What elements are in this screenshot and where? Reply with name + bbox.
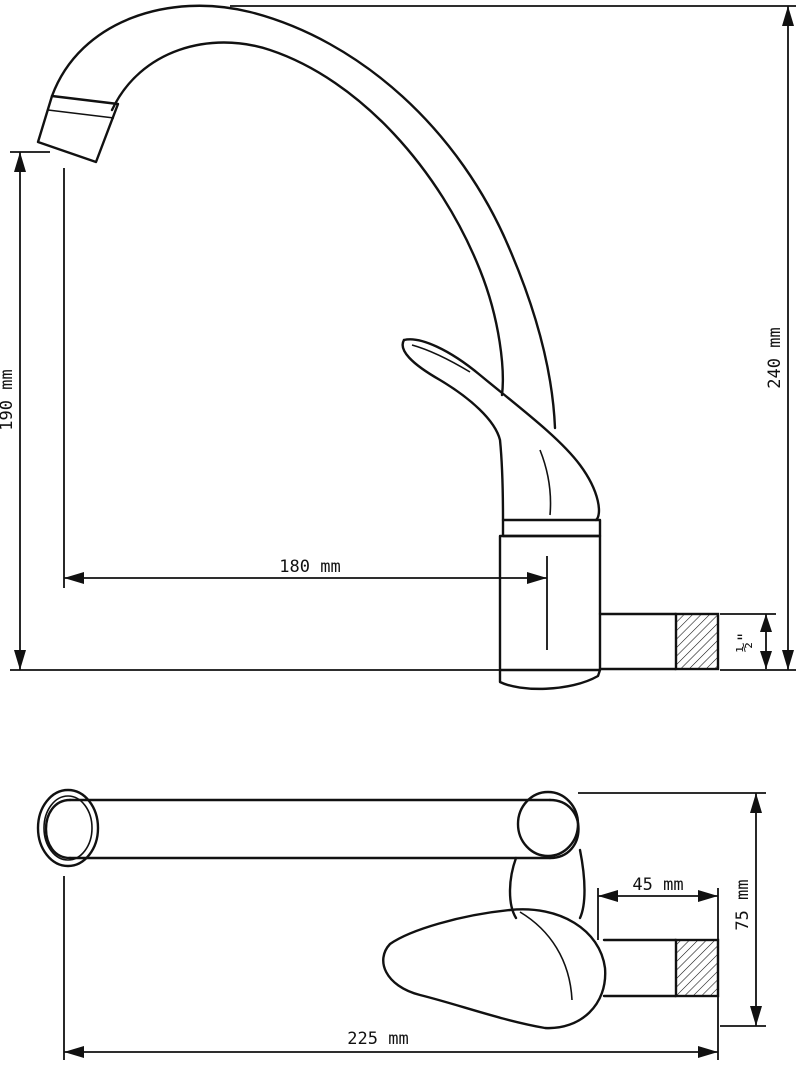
dimension-180mm (63, 168, 548, 650)
dimension-240mm (230, 5, 796, 671)
dimension-thread-label: ½" (735, 632, 755, 652)
lever-handle-top (382, 908, 607, 1030)
dimension-190mm (10, 151, 500, 671)
lever-handle (401, 338, 601, 522)
swivel-neck (508, 848, 586, 920)
dimension-45mm-label: 45 mm (632, 875, 683, 895)
valve-body (498, 518, 602, 691)
aerator-nozzle (36, 94, 120, 164)
spout-top (44, 798, 580, 860)
dimension-240mm-label: 240 mm (765, 327, 785, 388)
top-view: 75 mm 45 mm 225 mm (36, 788, 766, 1060)
thread-section-top (674, 938, 720, 998)
aerator-ring (36, 788, 580, 868)
dimension-225mm (63, 876, 718, 1060)
thread-section (674, 612, 720, 671)
dimension-75mm (578, 792, 766, 1027)
dimension-75mm-label: 75 mm (733, 879, 753, 930)
dimension-45mm (597, 888, 719, 1060)
dimension-190mm-label: 190 mm (0, 369, 17, 430)
spout (50, 4, 557, 430)
wall-pipe-top (602, 938, 678, 998)
dimension-180mm-label: 180 mm (279, 557, 340, 577)
wall-pipe (598, 612, 678, 671)
dimension-225mm-label: 225 mm (347, 1029, 408, 1049)
side-view: 190 mm 180 mm 240 mm ½" (0, 4, 796, 691)
dimension-thread (720, 613, 776, 669)
